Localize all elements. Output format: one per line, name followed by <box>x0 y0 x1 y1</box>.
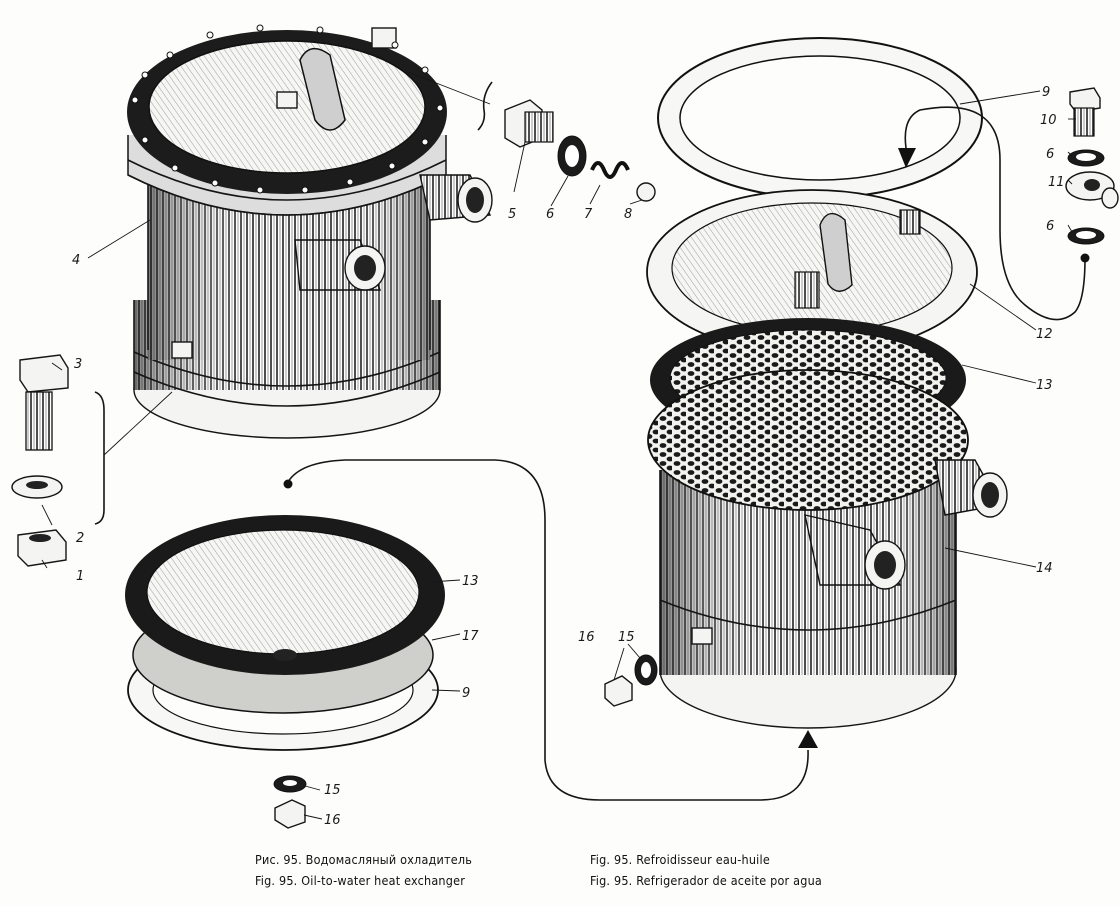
callout-12: 12 <box>1036 327 1053 342</box>
body-part-14 <box>647 369 1008 729</box>
plug-part-16-bottom <box>274 799 306 829</box>
lower-gasket-stack <box>125 515 445 751</box>
callout-5: 5 <box>508 207 516 222</box>
callout-15-bottom: 15 <box>324 783 341 798</box>
callout-10: 10 <box>1040 113 1057 128</box>
caption-spanish: Fig. 95. Refrigerador de aceite por agua <box>590 873 822 888</box>
callout-2: 2 <box>76 531 84 546</box>
callout-17: 17 <box>462 629 479 644</box>
washer-part-15-bottom <box>273 775 307 793</box>
callout-labels: 1 2 3 4 5 6 7 8 9 6 10 11 6 12 13 14 15 … <box>72 85 1065 828</box>
callout-6: 6 <box>546 207 554 222</box>
callout-14: 14 <box>1036 561 1053 576</box>
bolt-part-10 <box>1069 87 1101 137</box>
washer-part-6-right-b <box>1067 227 1105 245</box>
flow-arrow-down <box>898 148 916 168</box>
callout-9-top: 9 <box>1042 85 1050 100</box>
flow-line-lower <box>287 459 809 801</box>
washer-part-6-right-a <box>1067 149 1105 167</box>
callout-11: 11 <box>1048 175 1065 190</box>
flow-line-upper <box>904 106 1086 321</box>
nut-part-1 <box>17 529 67 567</box>
spring-part-7 <box>590 161 630 179</box>
union-part-11 <box>1065 171 1119 209</box>
callout-7: 7 <box>584 207 593 222</box>
caption-russian: Рис. 95. Водомасляный охладитель <box>255 852 473 867</box>
bolt-part-3 <box>19 354 69 451</box>
washer-part-15-right <box>634 654 658 686</box>
callout-4: 4 <box>72 253 80 268</box>
plug-part-5 <box>504 99 554 148</box>
ball-part-8 <box>636 182 656 202</box>
callout-6-right-b: 6 <box>1046 219 1054 234</box>
flow-arrow-up <box>798 730 818 748</box>
caption-french: Fig. 95. Refroidisseur eau-huile <box>590 852 770 867</box>
callout-3: 3 <box>74 357 82 372</box>
washer-part-6-upper <box>557 135 587 177</box>
cover-part-12 <box>646 189 978 355</box>
washer-part-2 <box>11 475 63 499</box>
caption-english: Fig. 95. Oil-to-water heat exchanger <box>255 873 466 888</box>
callout-9-bottom: 9 <box>462 686 470 701</box>
gasket-part-9-top <box>657 37 983 199</box>
callout-8: 8 <box>624 207 632 222</box>
callout-1: 1 <box>76 569 84 584</box>
plug-part-16-right <box>604 675 633 707</box>
callout-6-right-a: 6 <box>1046 147 1054 162</box>
callout-13-bottom: 13 <box>462 574 479 589</box>
assembled-cooler <box>127 24 493 439</box>
callout-16-bottom: 16 <box>324 813 341 828</box>
callout-16-right: 16 <box>578 630 595 645</box>
callout-13-right: 13 <box>1036 378 1053 393</box>
callout-15-right: 15 <box>618 630 635 645</box>
